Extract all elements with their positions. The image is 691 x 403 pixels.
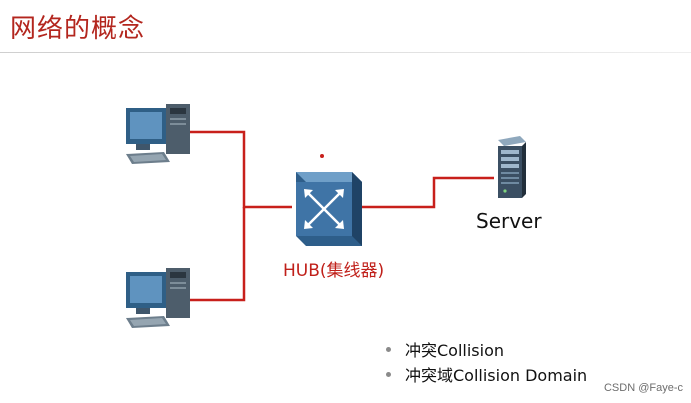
title-divider <box>0 52 691 53</box>
server-icon <box>498 136 526 198</box>
server-label: Server <box>476 209 542 233</box>
hub-icon <box>296 172 362 246</box>
pc-2-icon <box>126 268 190 328</box>
pc-1-icon <box>126 104 190 164</box>
cursor-dot <box>320 154 324 158</box>
bullet-list: 冲突Collision 冲突域Collision Domain <box>386 338 587 388</box>
bullet-item-collision: 冲突Collision <box>386 338 587 363</box>
link-pc2-hub <box>190 207 246 302</box>
link-hub-server <box>362 176 494 209</box>
bullet-text: 冲突Collision <box>405 341 505 360</box>
bullet-text: 冲突域Collision Domain <box>405 366 588 385</box>
slide-title: 网络的概念 <box>10 14 146 44</box>
bullet-dot-icon <box>386 372 391 377</box>
watermark: CSDN @Faye-c <box>603 382 683 394</box>
network-links <box>190 130 494 302</box>
bullet-item-collision-domain: 冲突域Collision Domain <box>386 363 587 388</box>
bullet-dot-icon <box>386 347 391 352</box>
hub-label: HUB(集线器) <box>283 261 385 281</box>
link-pc1-hub <box>190 130 292 209</box>
